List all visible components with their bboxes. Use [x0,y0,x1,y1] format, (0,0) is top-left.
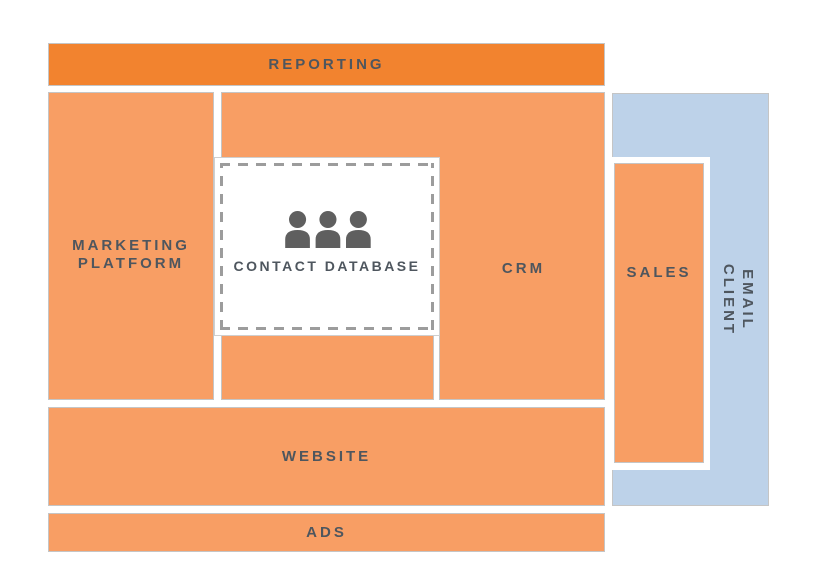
contact-database-label: CONTACT DATABASE [233,258,421,274]
website-block: WEBSITE [48,407,605,506]
sales-label: SALES [626,264,692,281]
crm-label: CRM [501,260,546,277]
contact-database-content: CONTACT DATABASE [215,158,439,335]
reporting-label: REPORTING [268,55,385,73]
email-client-label-zone: EMAIL CLIENT [709,94,768,505]
sales-block: SALES [614,163,704,463]
email-client-label: EMAIL CLIENT [720,263,757,336]
reporting-block: REPORTING [48,43,605,86]
marketing-platform-label: MARKETING PLATFORM [72,237,190,272]
people-group-icon [285,210,371,248]
website-label: WEBSITE [281,447,372,465]
ads-block: ADS [48,513,605,552]
ads-label: ADS [306,523,347,541]
block-gap-divider [433,336,440,400]
marketing-platform-block: MARKETING PLATFORM [48,92,214,400]
contact-database-box: CONTACT DATABASE [214,157,440,336]
